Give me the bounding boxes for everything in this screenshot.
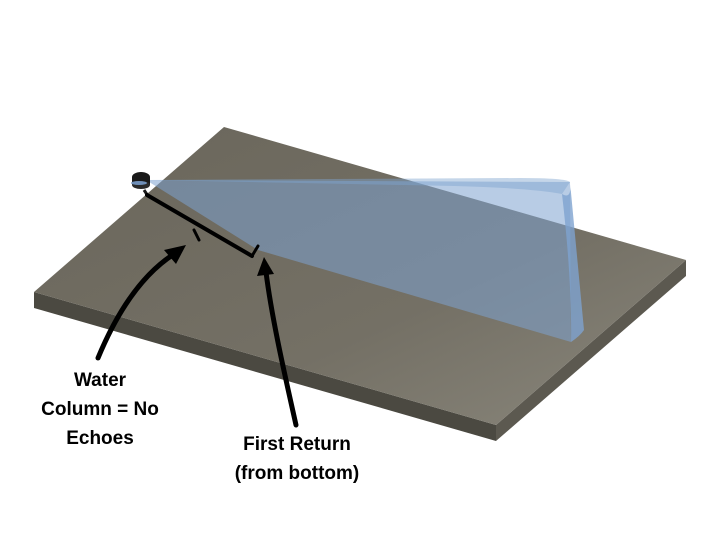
water-column-label: Water Column = No Echoes [20, 366, 180, 453]
range-bracket [145, 193, 260, 258]
first-return-arrowhead [257, 257, 274, 276]
water-column-label-line-3: Echoes [66, 428, 134, 449]
water-column-label-line-1: Water [73, 370, 127, 391]
first-return-label: First Return (from bottom) [212, 430, 382, 488]
sonar-transducer-icon [131, 172, 150, 197]
first-return-label-line-1: First Return [243, 434, 351, 455]
annotation-arrows [95, 245, 299, 428]
first-return-tick [250, 244, 260, 258]
beam-curved-edge [562, 182, 584, 342]
first-return-arrow [263, 269, 299, 428]
beam-side-face [146, 180, 571, 342]
seafloor-side-face [496, 260, 686, 441]
water-column-tick [192, 228, 201, 242]
water-column-arrow [95, 251, 177, 361]
water-column-bracket-line [145, 193, 254, 258]
water-column-label-line-2: Column = No [41, 399, 159, 420]
first-return-label-line-2: (from bottom) [234, 463, 360, 484]
beam-top-fan [146, 178, 570, 194]
sonar-beam [146, 178, 584, 342]
seafloor-front-face [34, 292, 496, 441]
water-column-arrowhead [164, 245, 186, 264]
